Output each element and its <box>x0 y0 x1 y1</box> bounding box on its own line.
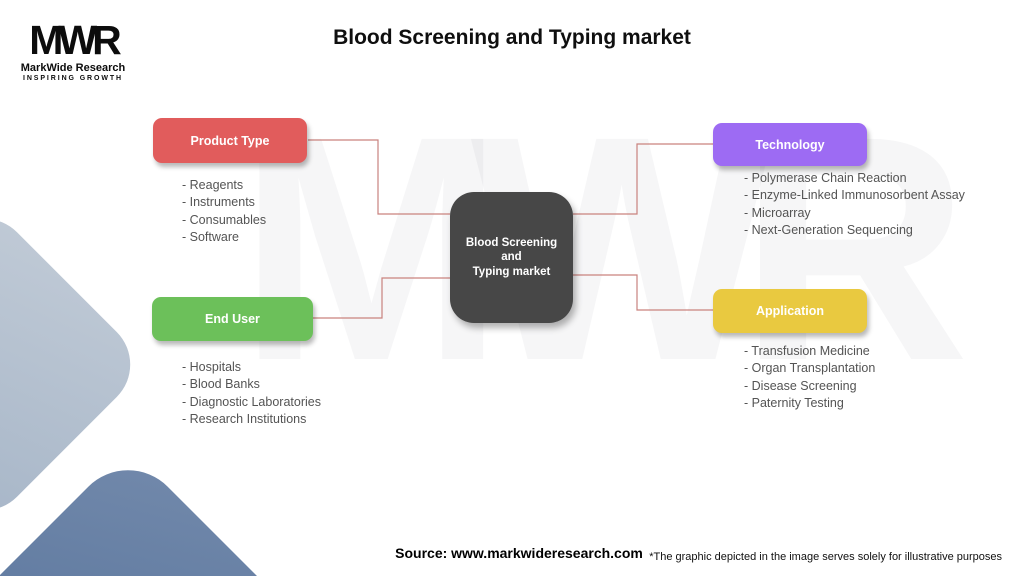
list-item: - Hospitals <box>182 360 242 374</box>
list-item: - Transfusion Medicine <box>744 344 870 358</box>
list-item: - Paternity Testing <box>744 396 844 411</box>
source-text: Source: www.markwideresearch.com <box>395 545 643 561</box>
connector-end-user <box>313 277 450 319</box>
logo-monogram: MWR <box>29 17 121 63</box>
branch-box-product-type: Product Type <box>153 118 307 163</box>
list-item: - Disease Screening <box>744 378 857 393</box>
list-item: - Microarray <box>744 205 811 220</box>
connector-application <box>573 274 713 311</box>
branch-label-product-type: Product Type <box>190 133 270 148</box>
center-node-label-line1: Blood Screening and <box>465 237 558 264</box>
branch-label-technology: Technology <box>755 137 825 152</box>
list-item: - Polymerase Chain Reaction <box>744 171 907 185</box>
center-node: Blood Screening and Typing market <box>450 192 573 323</box>
branch-box-application: Application <box>713 289 867 333</box>
list-item: - Software <box>182 230 239 245</box>
logo-tagline: INSPIRING GROWTH <box>22 74 123 82</box>
list-item: - Research Institutions <box>182 412 307 427</box>
center-node-label-line2: Typing market <box>472 265 551 278</box>
list-item: - Instruments <box>182 195 255 210</box>
list-item: - Next-Generation Sequencing <box>744 223 913 238</box>
branch-list-technology: - Polymerase Chain Reaction - Enzyme-Lin… <box>744 170 965 240</box>
disclaimer-text: *The graphic depicted in the image serve… <box>649 551 1002 563</box>
logo-name: MarkWide Research <box>20 61 126 74</box>
list-item: - Diagnostic Laboratories <box>182 394 321 409</box>
branch-list-application: - Transfusion Medicine - Organ Transplan… <box>744 343 875 413</box>
branch-list-product-type: - Reagents - Instruments - Consumables -… <box>182 177 266 247</box>
markwide-logo: MWR MarkWide Research INSPIRING GROWTH <box>18 17 128 82</box>
list-item: - Organ Transplantation <box>744 361 876 376</box>
list-item: - Consumables <box>182 212 267 227</box>
branch-label-application: Application <box>755 304 825 318</box>
list-item: - Blood Banks <box>182 377 260 392</box>
branch-box-end-user: End User <box>152 297 313 341</box>
connector-product-type <box>308 139 450 215</box>
branch-box-technology: Technology <box>713 123 867 166</box>
list-item: - Enzyme-Linked Immunosorbent Assay <box>744 188 965 203</box>
list-item: - Reagents <box>182 178 244 192</box>
branch-label-end-user: End User <box>205 312 260 326</box>
connector-technology <box>573 143 713 215</box>
page-title: Blood Screening and Typing market <box>333 26 691 49</box>
branch-list-end-user: - Hospitals - Blood Banks - Diagnostic L… <box>182 359 321 429</box>
